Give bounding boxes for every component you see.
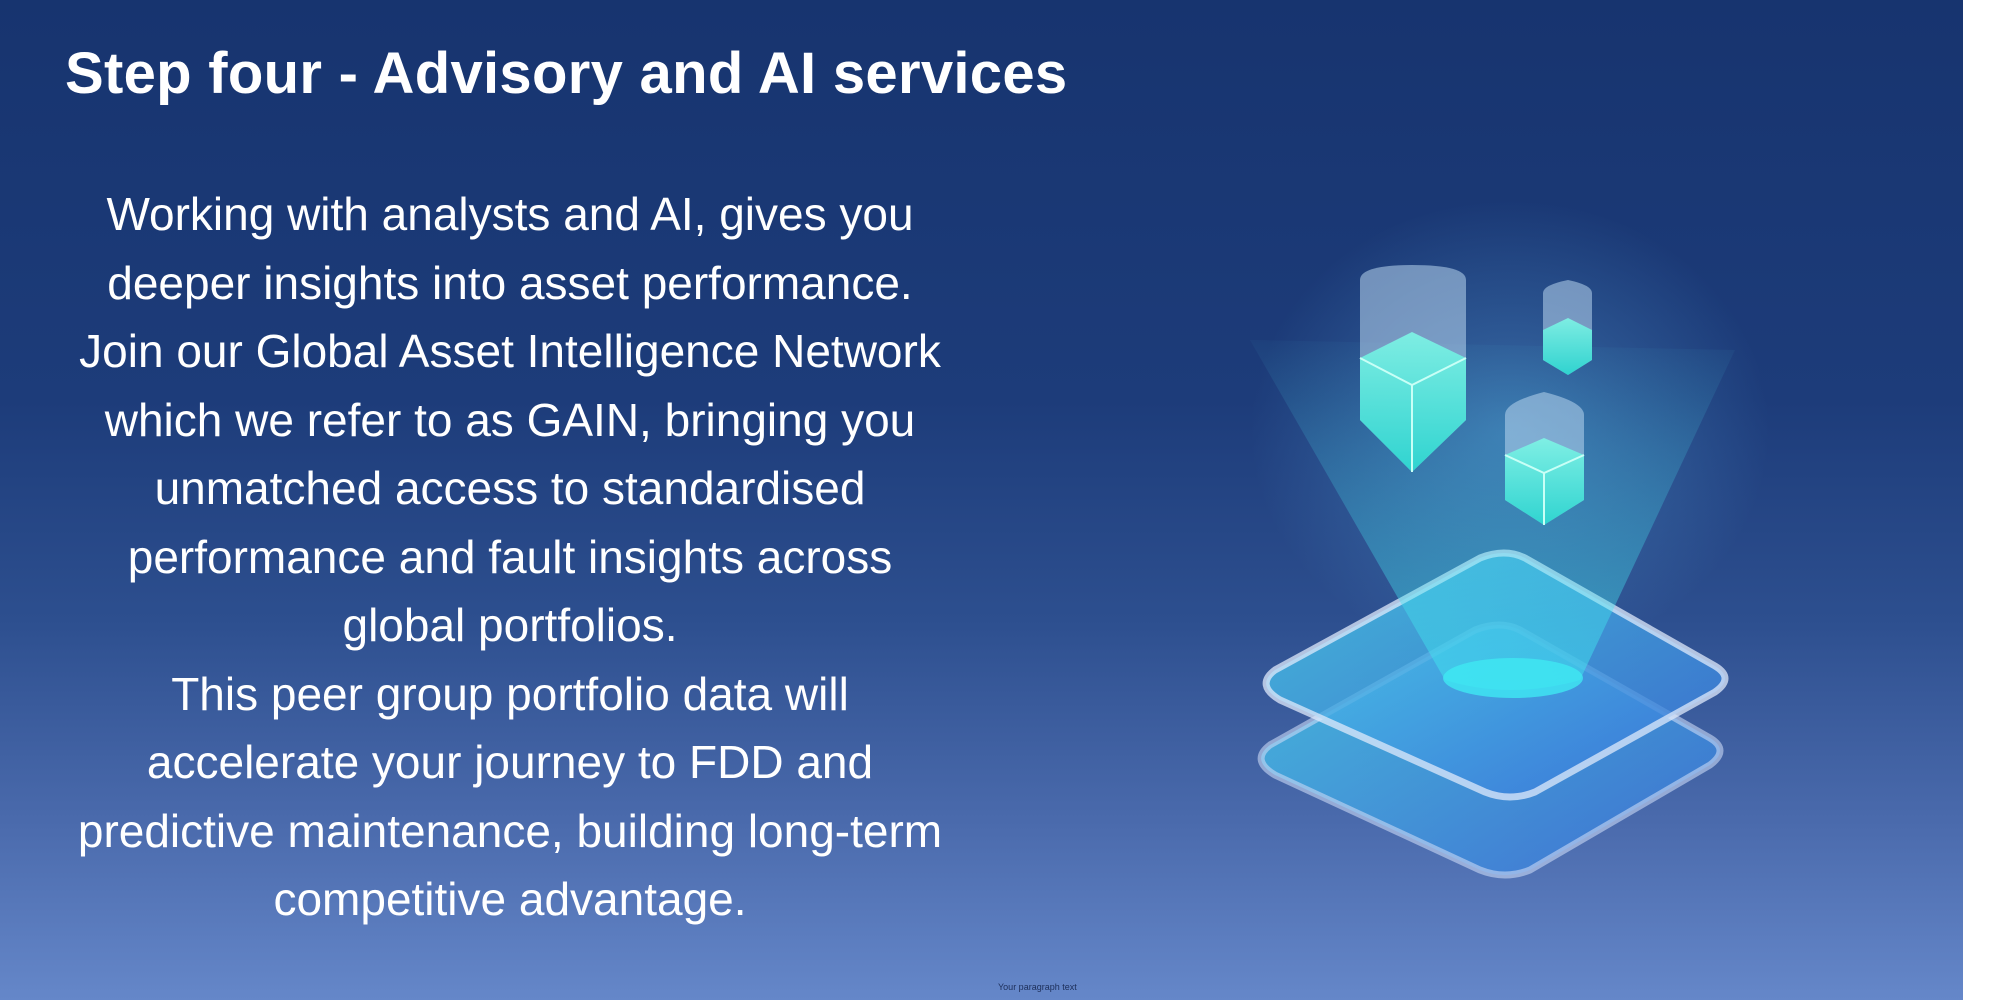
data-platform-cubes-icon bbox=[1250, 200, 1770, 879]
paragraph: Working with analysts and AI, gives you … bbox=[79, 188, 941, 651]
slide-body: Working with analysts and AI, gives you … bbox=[60, 180, 960, 934]
slide-title: Step four - Advisory and AI services bbox=[65, 41, 1068, 106]
paragraph: This peer group portfolio data will acce… bbox=[77, 667, 943, 926]
footer-placeholder-text[interactable]: Your paragraph text bbox=[998, 982, 1077, 992]
